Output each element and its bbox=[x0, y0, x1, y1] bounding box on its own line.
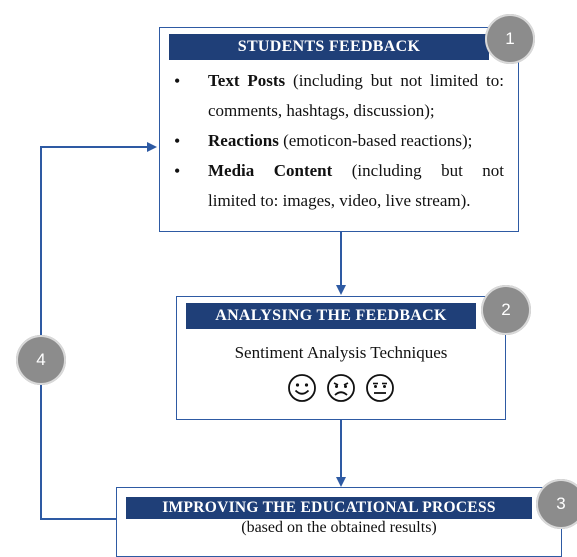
neutral-face-icon bbox=[366, 374, 394, 402]
item-bold: Media Content bbox=[208, 161, 333, 180]
analysis-subtitle: Sentiment Analysis Techniques bbox=[234, 343, 448, 362]
item-text: (including but not bbox=[332, 161, 505, 180]
step-badge-2: 2 bbox=[481, 285, 531, 335]
item-bold: Reactions bbox=[208, 131, 279, 150]
sentiment-icons bbox=[177, 373, 505, 403]
item-bold: Text Posts bbox=[208, 71, 286, 90]
feedback-loop-arrow bbox=[40, 142, 157, 520]
item-text: (including but not limited to: bbox=[285, 71, 504, 90]
item-continuation: limited to: images, video, live stream). bbox=[208, 191, 471, 210]
smiling-face-icon bbox=[288, 374, 316, 402]
analysing-feedback-title: ANALYSING THE FEEDBACK bbox=[186, 303, 476, 329]
analysing-feedback-box: ANALYSING THE FEEDBACK Sentiment Analysi… bbox=[176, 296, 506, 420]
list-item: • Text Posts (including but not limited … bbox=[174, 66, 504, 126]
item-text: (emoticon-based reactions); bbox=[278, 131, 473, 150]
improving-process-subtitle: (based on the obtained results) bbox=[241, 519, 437, 536]
list-item: • Media Content (including but not limit… bbox=[174, 156, 505, 216]
students-feedback-box: STUDENTS FEEDBACK • Text Posts (includin… bbox=[159, 27, 519, 232]
students-feedback-title: STUDENTS FEEDBACK bbox=[169, 34, 489, 60]
improving-process-title: IMPROVING THE EDUCATIONAL PROCESS bbox=[126, 497, 532, 519]
item-continuation: comments, hashtags, discussion); bbox=[208, 101, 435, 120]
feedback-list: • Text Posts (including but not limited … bbox=[174, 66, 505, 216]
improving-process-box: IMPROVING THE EDUCATIONAL PROCESS (based… bbox=[116, 487, 562, 557]
sad-face-icon bbox=[327, 374, 355, 402]
list-item: • Reactions (emoticon-based reactions); bbox=[174, 131, 473, 151]
step-badge-3: 3 bbox=[536, 479, 577, 529]
step-badge-1: 1 bbox=[485, 14, 535, 64]
step-badge-4: 4 bbox=[16, 335, 66, 385]
